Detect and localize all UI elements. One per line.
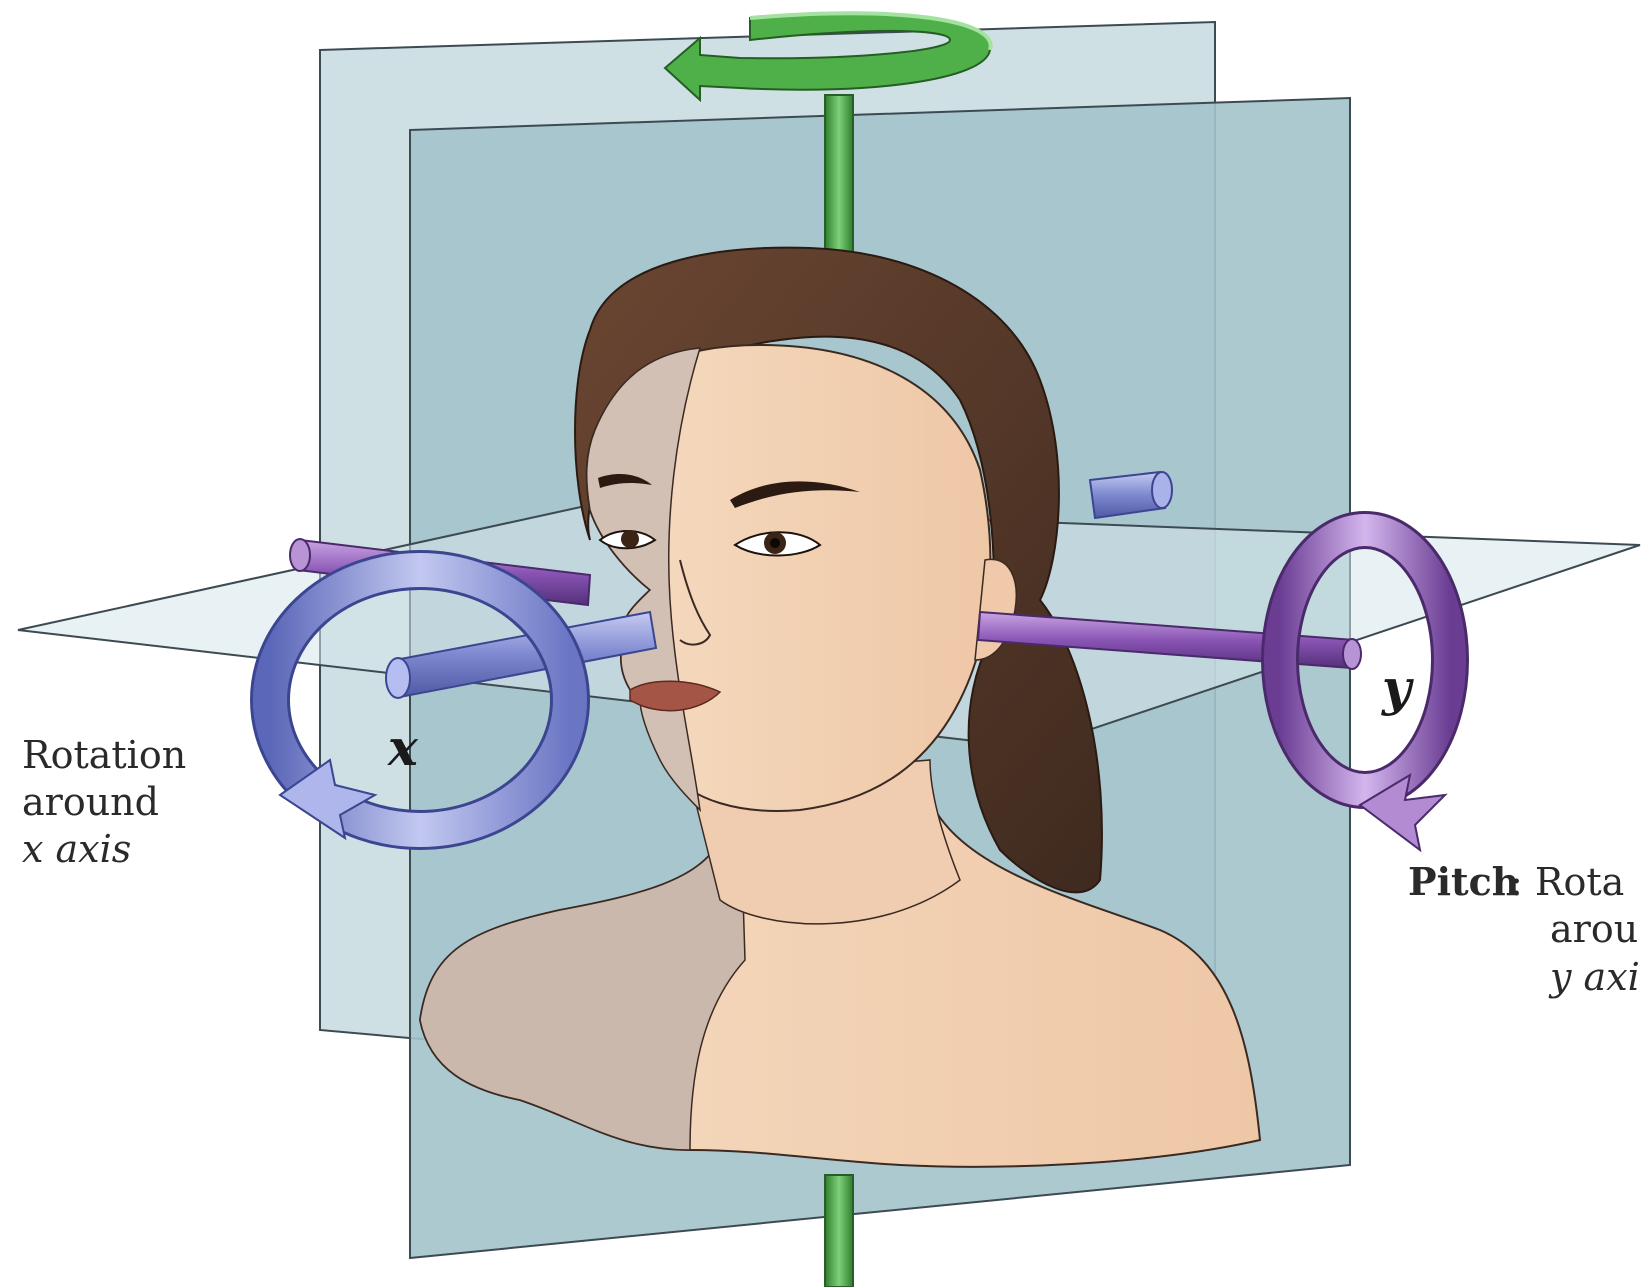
caption-line-3: x axis <box>22 827 131 871</box>
pitch-line-3: y axi <box>1548 955 1640 999</box>
x-axis-label: x <box>387 718 419 777</box>
pitch-caption: Pitch : Rota arou y axi <box>1408 859 1640 999</box>
vertical-axis-rod-top <box>825 95 853 260</box>
y-axis-label: y <box>1381 658 1414 717</box>
caption-line-1: Rotation <box>22 733 186 777</box>
x-rotation-caption: Rotation around x axis <box>22 733 186 871</box>
pitch-line-2: arou <box>1550 907 1638 951</box>
caption-line-2: around <box>22 780 159 824</box>
pitch-term: Pitch <box>1408 859 1519 904</box>
vertical-axis-rod-bottom <box>825 1175 853 1287</box>
pitch-line-1: : Rota <box>1510 860 1624 904</box>
